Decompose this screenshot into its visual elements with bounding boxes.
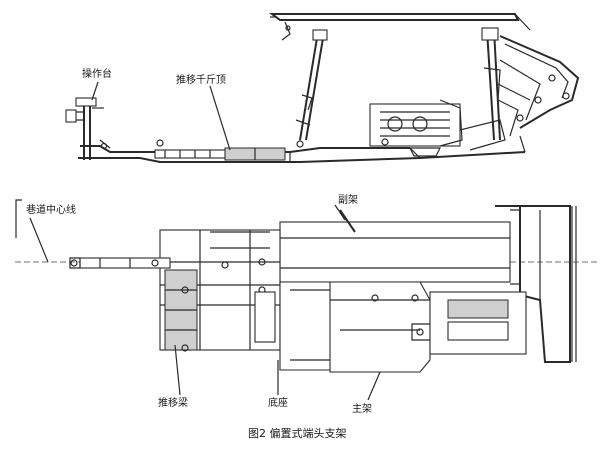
sub-frame-pointer	[334, 204, 346, 221]
front-shield-linkage	[497, 35, 580, 137]
plan-view	[15, 199, 598, 401]
push-jack-pointer	[209, 85, 231, 151]
left-props	[295, 29, 328, 141]
figure-caption: 图2 偏置式端头支架	[248, 427, 347, 440]
push-beam-assembly	[159, 229, 281, 352]
label-push-beam: 推移梁	[158, 398, 188, 409]
label-roadway-centerline: 巷道中心线	[26, 205, 76, 216]
side-view	[65, 13, 580, 163]
push-jack-cylinder	[154, 147, 286, 161]
console-pointer	[91, 81, 99, 101]
main-frame-pointer	[367, 371, 381, 401]
console-post	[65, 97, 111, 160]
label-console: 操作台	[82, 69, 112, 80]
centerline-bracket	[15, 199, 22, 238]
console-rail	[69, 257, 171, 269]
label-base: 底座	[268, 398, 288, 409]
main-frame	[329, 281, 431, 373]
sub-frame	[279, 209, 521, 285]
push-beam-pointer	[174, 344, 181, 396]
label-push-jack: 推移千斤顶	[176, 75, 226, 86]
right-props	[481, 27, 501, 141]
label-sub-frame: 副架	[338, 195, 358, 206]
label-main-frame: 主架	[352, 404, 372, 415]
canopy	[269, 13, 531, 31]
pump-box	[411, 291, 527, 355]
